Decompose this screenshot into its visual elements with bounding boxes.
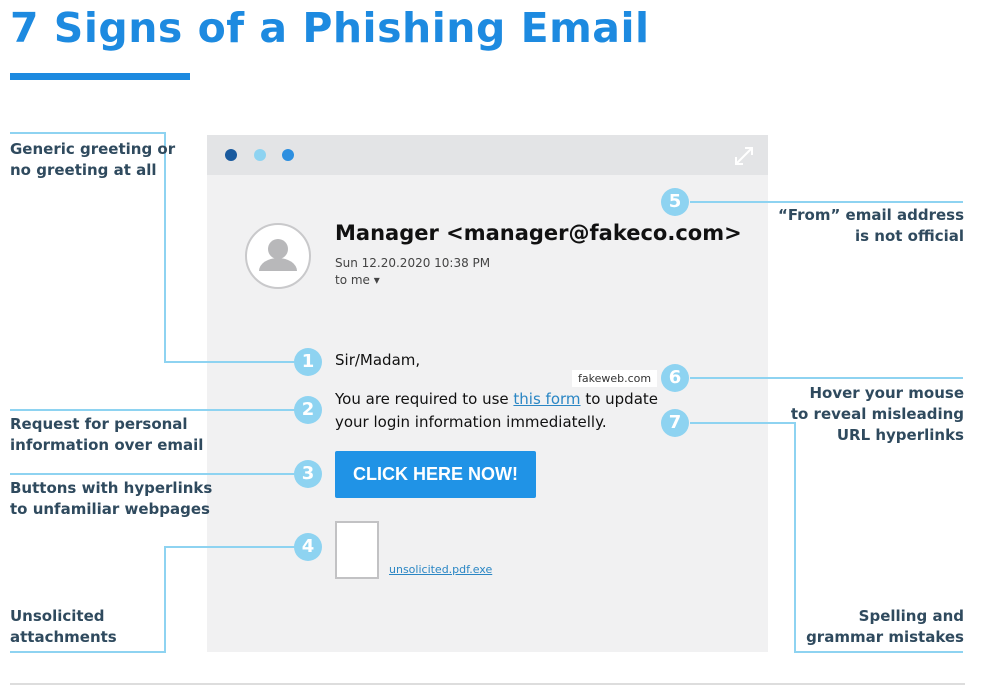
marker-7: 7 [661, 409, 689, 437]
label-line: Request for personal [10, 415, 188, 433]
label-line: Unsolicited [10, 607, 105, 625]
marker-1: 1 [294, 348, 322, 376]
link-tooltip: fakeweb.com [572, 370, 658, 387]
label-line: Spelling and [858, 607, 964, 625]
label-line: to unfamiliar webpages [10, 500, 210, 518]
label-line: no greeting at all [10, 161, 157, 179]
marker-3: 3 [294, 460, 322, 488]
connector-1 [10, 132, 295, 363]
label-line: attachments [10, 628, 117, 646]
footer-divider [10, 683, 965, 685]
label-buttons-hyperlinks: Buttons with hyperlinks to unfamiliar web… [10, 478, 212, 520]
label-line: URL hyperlinks [836, 426, 964, 444]
marker-5: 5 [661, 188, 689, 216]
avatar [245, 223, 311, 289]
recipient-dropdown[interactable]: to me ▾ [335, 273, 380, 287]
form-link[interactable]: this form [513, 390, 581, 408]
body-text: You are required to use [335, 390, 514, 408]
connector-7 [690, 422, 963, 653]
expand-icon[interactable] [733, 145, 755, 167]
marker-2: 2 [294, 396, 322, 424]
label-from-address: “From” email address is not official [778, 205, 964, 247]
label-line: to reveal misleading [790, 405, 964, 423]
email-date: Sun 12.20.2020 10:38 PM [335, 256, 491, 270]
body-line-2: your login information immediatelly. [335, 413, 607, 431]
label-line: Generic greeting or [10, 140, 176, 158]
marker-6: 6 [661, 364, 689, 392]
label-line: Buttons with hyperlinks [10, 479, 213, 497]
body-line-1: You are required to use this form to upd… [335, 390, 658, 408]
window-dot-blue [282, 149, 294, 161]
user-icon [259, 239, 297, 271]
label-line: grammar mistakes [806, 628, 964, 646]
window-dot-dark [225, 149, 237, 161]
label-line: is not official [855, 227, 964, 245]
attachment-link[interactable]: unsolicited.pdf.exe [389, 563, 493, 576]
click-here-button[interactable]: CLICK HERE NOW! [335, 451, 536, 498]
window-titlebar [207, 135, 768, 175]
page-title: 7 Signs of a Phishing Email [10, 4, 650, 52]
email-window: Manager <manager@fakeco.com> Sun 12.20.2… [207, 135, 768, 652]
greeting: Sir/Madam, [335, 351, 421, 369]
label-attachments: Unsolicited attachments [10, 606, 117, 648]
label-personal-info: Request for personal information over ema… [10, 414, 203, 456]
file-icon[interactable] [335, 521, 379, 579]
connector-4 [10, 546, 295, 653]
label-line: information over email [10, 436, 204, 454]
body-text: to update [580, 390, 658, 408]
label-line: “From” email address [777, 206, 964, 224]
sender: Manager <manager@fakeco.com> [335, 221, 742, 245]
window-dot-light [254, 149, 266, 161]
label-line: Hover your mouse [809, 384, 964, 402]
label-generic-greeting: Generic greeting or no greeting at all [10, 139, 175, 181]
label-spelling: Spelling and grammar mistakes [806, 606, 964, 648]
marker-4: 4 [294, 533, 322, 561]
title-underline [10, 73, 190, 80]
